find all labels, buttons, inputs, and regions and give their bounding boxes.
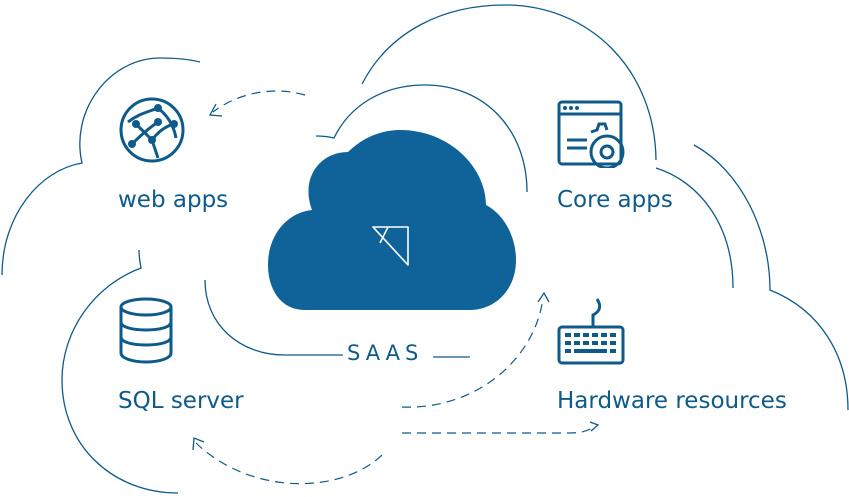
node-label-sql-server: SQL server xyxy=(118,388,244,414)
outer-cloud-right-arc xyxy=(693,144,849,411)
lower-cloud-left-arc xyxy=(61,249,179,494)
dashed-arrow-to-web-apps xyxy=(212,90,306,113)
node-label-hardware-resources: Hardware resources xyxy=(557,388,787,414)
globe-network-icon xyxy=(119,97,185,163)
outer-cloud-top-arc xyxy=(361,4,657,161)
arrowhead-saas xyxy=(537,291,550,303)
inner-cloud-top-arc xyxy=(315,84,528,193)
dashed-arrow-to-sql xyxy=(195,442,383,485)
dashed-arrow-to-saas xyxy=(401,297,544,408)
arrowhead-web-apps xyxy=(208,103,223,117)
saas-logo-icon xyxy=(372,226,409,266)
arrowhead-sql xyxy=(192,437,205,451)
arrowhead-hardware xyxy=(589,421,600,432)
node-label-core-apps: Core apps xyxy=(557,187,673,213)
node-label-web-apps: web apps xyxy=(118,187,229,213)
outer-cloud-left-arc xyxy=(1,57,201,276)
database-icon xyxy=(119,297,173,364)
saas-center-label: SAAS xyxy=(347,341,424,365)
saas-base-curve xyxy=(204,279,343,356)
dashed-arrow-to-hardware xyxy=(402,425,596,434)
keyboard-icon xyxy=(557,298,625,365)
saas-cloud xyxy=(268,130,516,310)
browser-gear-icon xyxy=(557,100,625,168)
inner-cloud-right-arc xyxy=(655,167,734,289)
